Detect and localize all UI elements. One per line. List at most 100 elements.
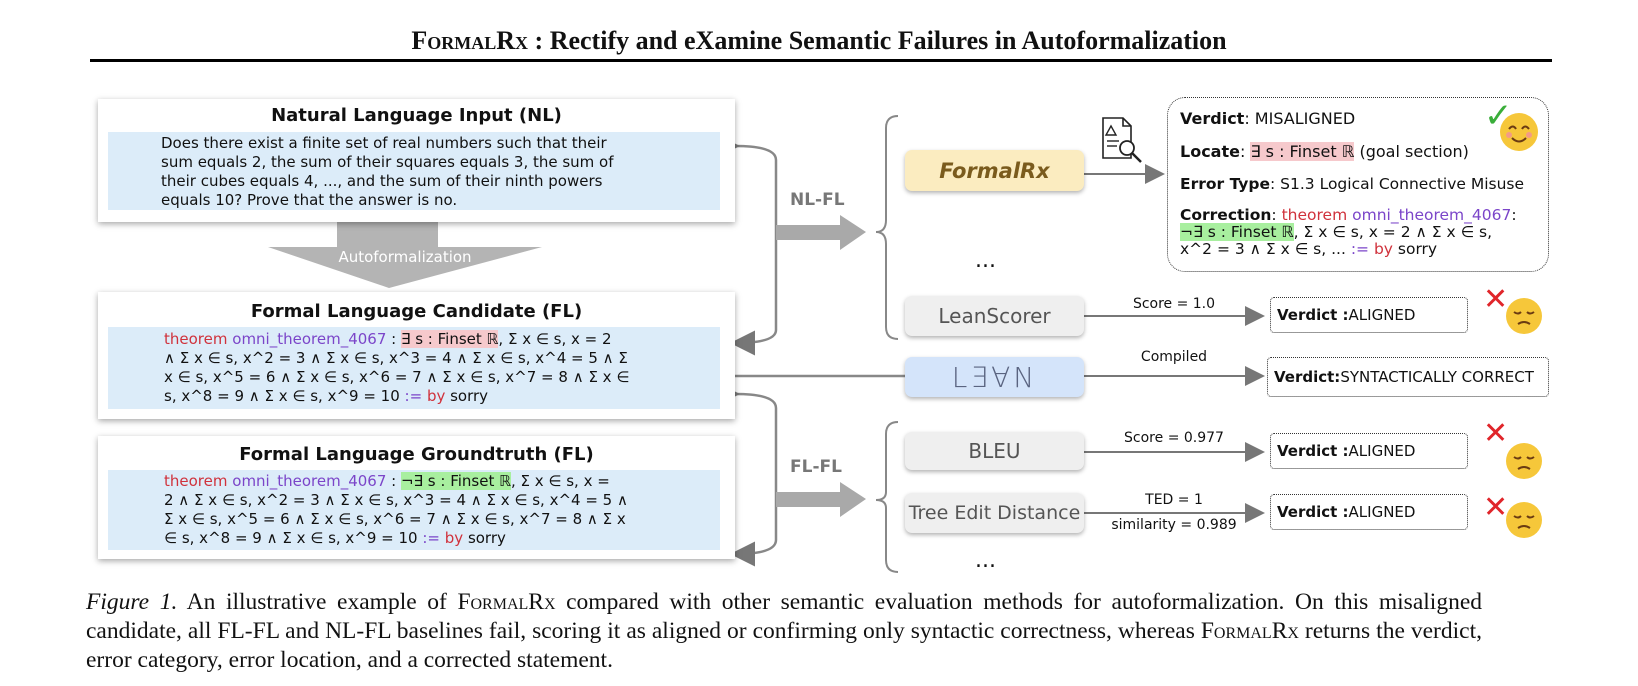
fl-fl-brace [875,421,899,573]
correction-quantifier: ¬∃ s : Finset ℝ [1180,223,1294,241]
title-rule [90,59,1552,62]
colon: : [386,330,401,348]
colon: : [1239,142,1251,161]
fl-fl-bracket [714,381,778,567]
cross-icon: ✕ [1483,490,1509,525]
theorem-name: omni_theorem_4067 [1352,206,1512,224]
code-line: Σ x ∈ s, x^5 = 6 ∧ Σ x ∈ s, x^6 = 7 ∧ Σ … [164,510,626,528]
fl-candidate-title: Formal Language Candidate (FL) [250,301,583,322]
theorem-name: omni_theorem_4067 [232,472,387,490]
ellipsis-fl-fl: ... [975,548,996,573]
locate-suffix: (goal section) [1354,142,1469,161]
nl-fl-label: NL-FL [790,190,845,210]
code-line: s, x^8 = 9 ∧ Σ x ∈ s, x^9 = 10 [164,387,400,405]
keyword-by: by [426,387,446,405]
verdict-label: Verdict: [1274,368,1341,386]
correction-text: , Σ x ∈ s, x = 2 ∧ Σ x ∈ s, [1293,223,1493,241]
keyword-by: by [444,529,464,547]
document-search-icon [1102,117,1142,163]
assign-op: := [417,529,445,547]
nl-line: sum equals 2, the sum of their squares e… [161,153,614,171]
after-name: : [1511,206,1517,224]
code-text: , Σ x ∈ s, x = 2 [498,330,612,348]
code-text: , Σ x ∈ s, x = [510,472,610,490]
nl-line: equals 10? Prove that the answer is no. [161,191,458,209]
code-line: ∧ Σ x ∈ s, x^2 = 3 ∧ Σ x ∈ s, x^3 = 4 ∧ … [164,349,628,367]
happy-face-icon [1500,113,1538,151]
sorry-text: sorry [445,387,489,405]
code-line: x ∈ s, x^5 = 6 ∧ Σ x ∈ s, x^6 = 7 ∧ Σ x … [164,368,630,386]
bleu-verdict: Verdict : ALIGNED [1270,433,1468,469]
keyword-theorem: theorem [164,330,228,348]
verdict-value: SYNTACTICALLY CORRECT [1340,368,1534,386]
bleu-score: Score = 0.977 [1124,430,1224,446]
sad-face-icon [1506,443,1542,479]
nl-line: their cubes equals 4, ..., and the sum o… [161,172,603,190]
nl-input-title: Natural Language Input (NL) [271,105,562,126]
verdict-label: Verdict : [1277,442,1349,460]
lean-compiled-label: Compiled [1140,349,1208,365]
error-type-value: : S1.3 Logical Connective Misuse [1270,175,1525,193]
sad-face-icon [1506,298,1542,334]
fl-fl-arrow [776,482,866,517]
caption-name: FormalRx [1200,618,1299,644]
cross-icon: ✕ [1483,282,1509,317]
verdict-value: ALIGNED [1348,306,1416,324]
fl-candidate-code: theorem omni_theorem_4067 : ∃ s : Finset… [108,327,720,409]
leanscorer-verdict: Verdict : ALIGNED [1270,297,1468,333]
caption-text: compared with other semantic evaluation … [86,589,1482,644]
caption-name: FormalRx [457,589,556,615]
sorry-text: sorry [463,529,506,547]
figure-caption: Figure 1. An illustrative example of For… [86,588,1482,675]
autoformalization-label: Autoformalization [338,248,472,266]
correct-quantifier-highlight: ¬∃ s : Finset ℝ [400,472,511,490]
locate-code: ∃ s : Finset ℝ [1250,142,1355,161]
correction-label: Correction [1180,206,1272,224]
leanscorer-method: LeanScorer [905,296,1084,336]
colon: : [1271,206,1282,224]
fl-groundtruth-card: Formal Language Groundtruth (FL) theorem… [98,436,735,559]
nl-fl-arrow [776,215,866,250]
cross-icon: ✕ [1483,416,1509,451]
nl-fl-brace [875,115,899,340]
correction-text: x^2 = 3 ∧ Σ x ∈ s, ... [1180,240,1351,258]
fl-fl-label: FL-FL [790,457,842,477]
leanscorer-score: Score = 1.0 [1132,296,1216,312]
caption-text: returns the verdict, error category, err… [86,618,1482,673]
formalrx-verdict-box: Verdict: MISALIGNED Locate: ∃ s : Finset… [1167,97,1549,272]
ted-method: Tree Edit Distance [905,493,1084,533]
ted-verdict: Verdict : ALIGNED [1270,494,1468,530]
caption-text: An illustrative example of [177,589,458,615]
assign-op: := [1350,240,1374,258]
fl-groundtruth-code: theorem omni_theorem_4067 : ¬∃ s : Finse… [108,470,720,550]
verdict-value: ALIGNED [1348,503,1416,521]
ted-score: TED = 1 [1145,492,1203,508]
fl-groundtruth-title: Formal Language Groundtruth (FL) [239,444,594,465]
verdict-value: : MISALIGNED [1244,109,1356,128]
sad-face-icon [1506,502,1542,538]
sorry-text: sorry [1392,240,1438,258]
code-line: ∈ s, x^8 = 9 ∧ Σ x ∈ s, x^9 = 10 [164,529,418,547]
correction-block: Correction: theorem omni_theorem_4067: ¬… [1180,207,1542,258]
verdict-value: ALIGNED [1348,442,1416,460]
locate-label: Locate [1180,142,1240,161]
lean-logo: L∃∀N [905,357,1084,397]
theorem-name: omni_theorem_4067 [232,330,387,348]
nl-input-text: Does there exist a finite set of real nu… [108,132,720,210]
colon: : [386,472,401,490]
bleu-method: BLEU [905,432,1084,470]
nl-fl-bracket [714,133,778,356]
wrong-quantifier-highlight: ∃ s : Finset ℝ [400,330,499,348]
keyword-theorem: theorem [1281,206,1348,224]
fl-candidate-card: Formal Language Candidate (FL) theorem o… [98,292,735,419]
code-line: 2 ∧ Σ x ∈ s, x^2 = 3 ∧ Σ x ∈ s, x^3 = 4 … [164,491,628,509]
nl-line: Does there exist a finite set of real nu… [161,134,607,152]
nl-input-card: Natural Language Input (NL) Does there e… [98,99,735,222]
verdict-label: Verdict : [1277,503,1349,521]
autoformalization-arrow [268,222,542,288]
assign-op: := [399,387,427,405]
verdict-label: Verdict : [1277,306,1349,324]
formalrx-method: FormalRx [905,150,1084,191]
ted-similarity: similarity = 0.989 [1111,517,1237,533]
keyword-theorem: theorem [164,472,228,490]
